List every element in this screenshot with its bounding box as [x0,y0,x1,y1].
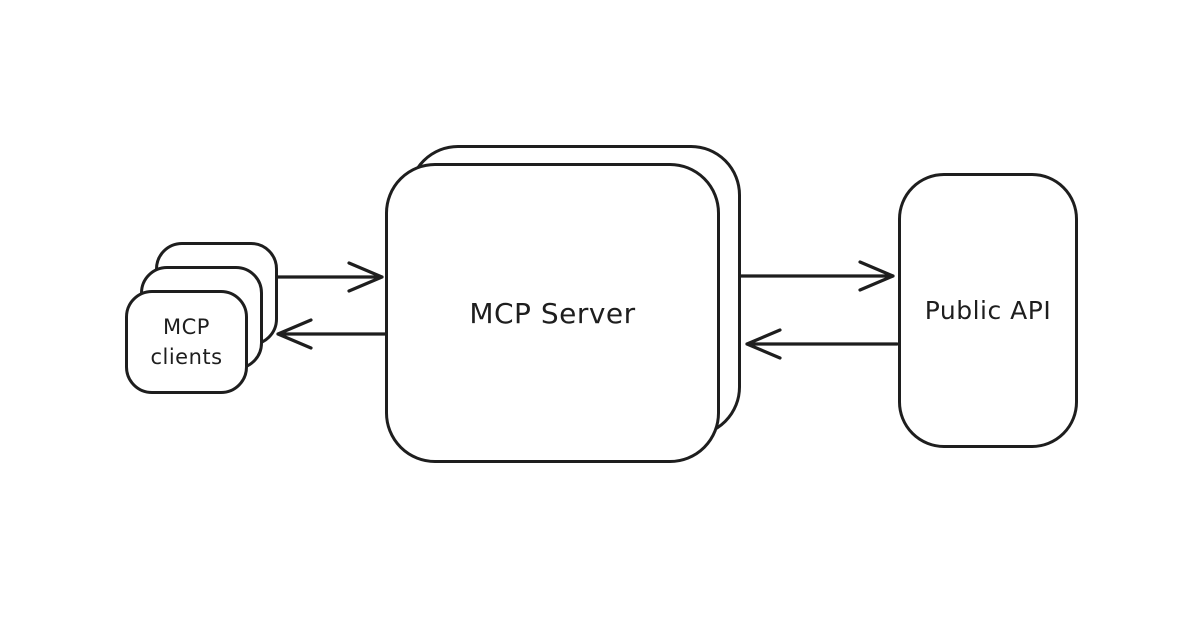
mcp-server-label: MCP Server [469,296,636,330]
arrow-server-to-api-icon [739,260,895,292]
node-mcp-clients: MCP clients [125,290,248,394]
node-mcp-server: MCP Server [385,163,720,463]
arrow-server-to-clients-icon [276,318,387,350]
mcp-clients-label: MCP clients [150,314,223,369]
node-public-api: Public API [898,173,1078,448]
arrow-api-to-server-icon [745,328,899,360]
arrow-clients-to-server-icon [275,261,384,293]
public-api-label: Public API [924,296,1052,325]
